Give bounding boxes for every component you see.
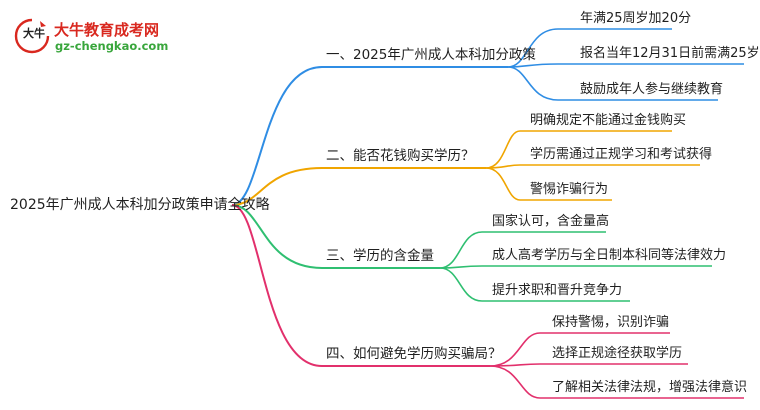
branch-4-leaf-2: 选择正规途径获取学历 — [552, 346, 683, 361]
branch-4-leaf-3: 了解相关法律法规，增强法律意识 — [552, 380, 748, 395]
branch-4-node: 四、如何避免学历购买骗局？ — [326, 346, 502, 362]
branch-3-leaf-2: 成人高考学历与全日制本科同等法律效力 — [492, 248, 727, 263]
edge-root-branch-4 — [231, 204, 490, 367]
edge-b4-leaf-3 — [489, 365, 744, 399]
branch-1-leaf-1: 年满25周岁加20分 — [580, 11, 692, 26]
edge-b1-leaf-1 — [507, 28, 672, 68]
branch-2-node: 二、能否花钱购买学历？ — [326, 148, 475, 164]
branch-4-leaf-1: 保持警惕，识别诈骗 — [552, 315, 670, 330]
bull-logo-icon — [14, 18, 50, 54]
logo-url: gz-chengkao.com — [55, 39, 169, 53]
root-node: 2025年广州成人本科加分政策申请全攻略 — [10, 197, 270, 213]
edge-b2-leaf-3 — [485, 167, 612, 201]
branch-1-leaf-2: 报名当年12月31日前需满25岁 — [580, 46, 760, 61]
branch-2-leaf-2: 学历需通过正规学习和考试获得 — [530, 147, 713, 162]
branch-3-node: 三、学历的含金量 — [326, 248, 434, 264]
edge-b1-leaf-3 — [507, 66, 718, 101]
edge-root-branch-2 — [231, 167, 486, 206]
branch-3-leaf-3: 提升求职和晋升竞争力 — [492, 283, 623, 298]
branch-1-leaf-3: 鼓励成年人参与继续教育 — [580, 82, 724, 97]
edge-b3-leaf-1 — [439, 231, 606, 269]
edge-root-branch-1 — [231, 66, 508, 206]
edge-b1-leaf-2 — [507, 63, 744, 68]
edge-b3-leaf-3 — [439, 267, 630, 302]
logo-title: 大牛教育成考网 — [54, 21, 160, 39]
edge-root-branch-3 — [231, 204, 440, 269]
branch-3-leaf-1: 国家认可，含金量高 — [492, 214, 610, 229]
branch-1-node: 一、2025年广州成人本科加分政策 — [326, 47, 536, 63]
site-logo[interactable]: 大牛 大牛教育成考网 gz-chengkao.com — [14, 16, 168, 56]
logo-mark-text: 大牛 — [23, 27, 45, 40]
edge-b2-leaf-1 — [485, 130, 672, 169]
branch-2-leaf-1: 明确规定不能通过金钱购买 — [530, 113, 687, 128]
edge-b3-leaf-2 — [439, 265, 712, 269]
edge-b2-leaf-2 — [485, 164, 700, 169]
edge-b4-leaf-2 — [489, 363, 688, 367]
branch-2-leaf-3: 警惕诈骗行为 — [530, 182, 609, 197]
edge-b4-leaf-1 — [489, 332, 670, 367]
